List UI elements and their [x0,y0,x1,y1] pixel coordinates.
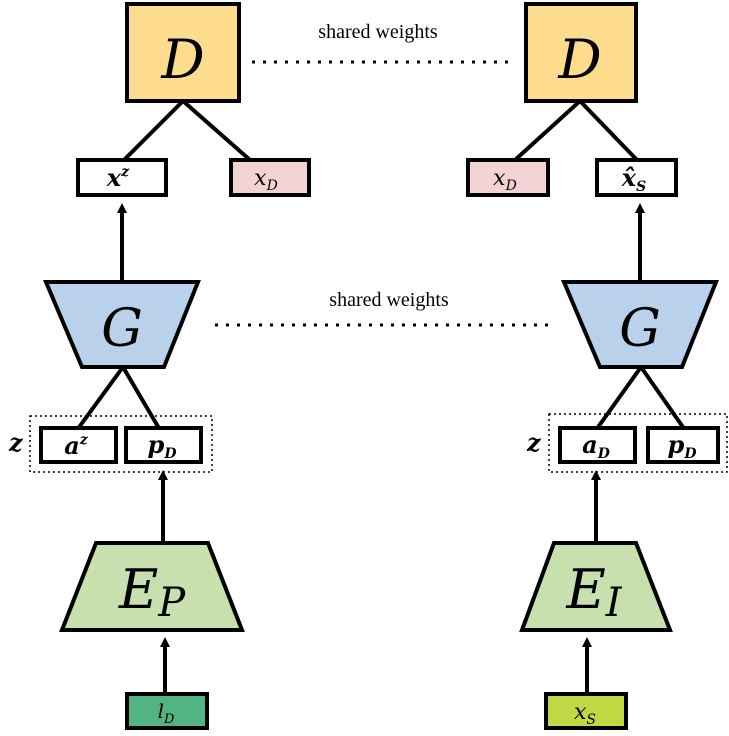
generator-right-shape [560,280,719,369]
d-left-to-xz-line [122,99,185,162]
xs-input-box [544,692,628,730]
shared-weights-top-label: shared weights [318,21,438,43]
generator-left-label: G [101,299,143,359]
discriminator-right-box [524,2,638,103]
discriminator-left-label: D [160,28,204,91]
d-right-to-xd-line [513,99,582,162]
g-left-to-pd-line [121,365,162,432]
xd-left-box [229,158,311,197]
az-label: az [64,431,89,460]
z-left-label: z [8,428,24,457]
generator-right-label: G [619,299,661,359]
g-right-to-ad-line [594,365,643,432]
encoder-pose-label: EP [118,558,186,626]
ld-label: lD [158,699,175,727]
xz-label: xz [106,163,130,192]
z-group-left [29,415,213,473]
xd-left-label: xD [254,166,278,194]
encoder-identity-label: EI [565,558,622,626]
z-group-right [548,413,728,473]
az-box [39,426,118,464]
xz-box [76,158,168,197]
ld-input-box [125,692,209,730]
d-right-to-xhat-line [578,99,639,162]
ad-label: aD [582,430,611,462]
shared-weights-mid-label: shared weights [329,289,449,311]
xhat-s-label: x̂S [621,163,646,195]
xs-label: xS [574,700,596,728]
pd-left-box [124,426,203,464]
discriminator-right-label: D [557,28,601,91]
pd-right-label: pD [668,430,698,462]
ad-box [558,426,637,464]
g-right-to-pd-line [639,365,687,432]
xd-right-label: xD [493,166,517,194]
d-left-to-xd-line [181,99,252,162]
z-right-label: z [526,428,542,457]
pd-right-box [646,426,720,464]
xd-right-box [466,158,550,197]
generator-left-shape [42,280,201,369]
encoder-pose-shape [59,541,245,632]
encoder-identity-shape [519,541,673,632]
g-left-to-az-line [75,365,125,432]
xhat-s-box [595,158,678,197]
pd-left-label: pD [148,430,178,462]
